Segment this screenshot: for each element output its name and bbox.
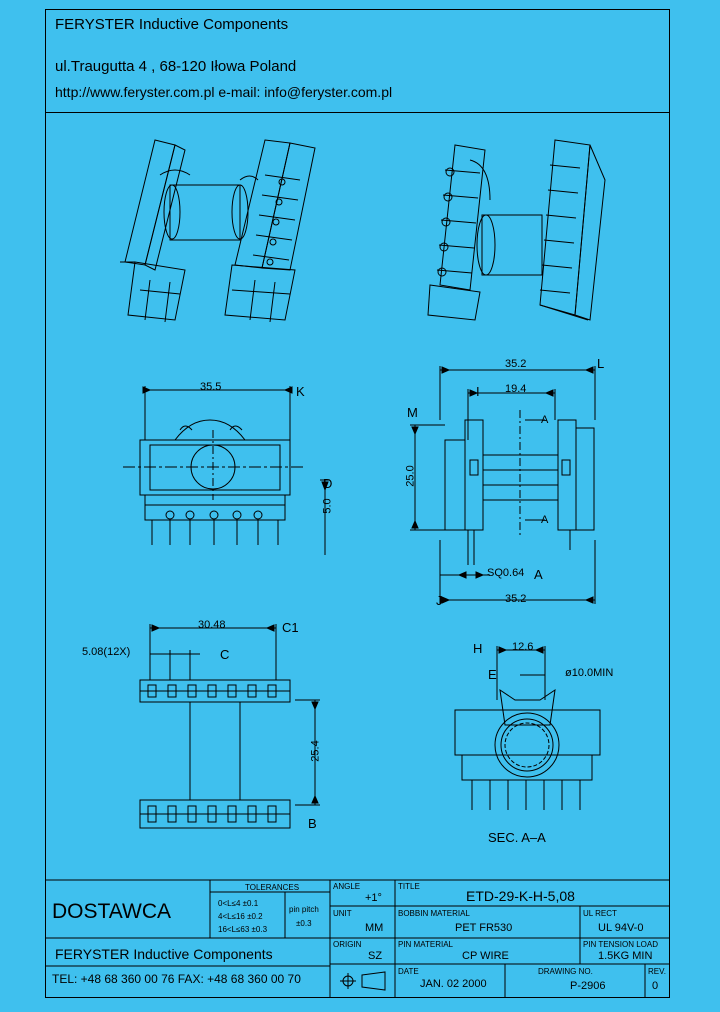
ul-value: UL 94V-0 (598, 922, 644, 934)
footer-phone: TEL: +48 68 360 00 76 FAX: +48 68 360 00… (52, 972, 301, 986)
tolerance-2: 4<L≤16 ±0.2 (218, 912, 263, 921)
origin-value: SZ (368, 950, 383, 962)
label-c: C (220, 647, 230, 662)
dim-pitch-total: 30.48 (198, 619, 226, 631)
tolerance-1: 0<L≤4 ±0.1 (218, 899, 259, 908)
dim-hole: ø10.0MIN (565, 667, 614, 679)
label-d: D (323, 476, 333, 491)
bobbin-3d-rear (427, 139, 606, 321)
section-mark-a-bottom: A (541, 514, 549, 526)
angle-heading: ANGLE (333, 882, 361, 891)
side-view (410, 366, 596, 604)
label-e: E (488, 667, 497, 682)
sheet-frame (45, 9, 670, 998)
unit-heading: UNIT (333, 909, 352, 918)
rev-heading: REV. (648, 967, 666, 976)
origin-heading: ORIGIN (333, 940, 362, 949)
dim-top-width-right: 35.2 (505, 358, 527, 370)
dim-19: 19.4 (505, 383, 527, 395)
tolerances-heading: TOLERANCES (245, 883, 300, 892)
title-heading: TITLE (398, 882, 420, 891)
section-view (454, 646, 601, 810)
dim-inner-width: 12.6 (512, 641, 534, 653)
dim-bottom-width: 35.2 (505, 593, 527, 605)
label-i: I (476, 384, 480, 399)
dim-5: 5.0 (321, 498, 334, 514)
pin-material-value: CP WIRE (462, 950, 509, 962)
dim-row-gap: 25.4 (309, 740, 322, 762)
dim-25: 25.0 (404, 465, 417, 487)
section-label: SEC. A–A (488, 830, 546, 845)
pin-material-heading: PIN MATERIAL (398, 940, 453, 949)
pin-pitch-value: ±0.3 (296, 919, 312, 928)
title-value: ETD-29-K-H-5,08 (466, 888, 575, 904)
angle-value: +1° (365, 892, 382, 904)
dostawca: DOSTAWCA (52, 900, 171, 923)
header-web: http://www.feryster.com.pl e-mail: info@… (55, 84, 393, 100)
dim-pitch: 5.08(12X) (82, 646, 131, 658)
label-j: J (436, 593, 443, 608)
pin-tension-value: 1.5KG MIN (598, 950, 653, 962)
ul-heading: UL RECT (583, 909, 617, 918)
dim-pin-sq: SQ0.64 (487, 567, 525, 579)
rev-value: 0 (652, 980, 659, 992)
label-k: K (296, 384, 305, 399)
tolerance-3: 16<L≤63 ±0.3 (218, 925, 268, 934)
bobbin-3d-front (120, 139, 316, 323)
header-divider (45, 112, 670, 113)
dim-top-width: 35.5 (200, 381, 222, 393)
pin-pitch-label: pin pitch (289, 905, 319, 914)
label-b: B (308, 816, 317, 831)
drawing-no-heading: DRAWING NO. (538, 967, 593, 976)
front-view (123, 386, 330, 555)
label-h: H (473, 641, 483, 656)
footer-company: FERYSTER Inductive Components (55, 946, 273, 962)
drawing-no-value: P-2906 (570, 980, 606, 992)
date-value: JAN. 02 2000 (420, 978, 487, 990)
header-company: FERYSTER Inductive Components (55, 16, 289, 33)
bobbin-material-value: PET FR530 (455, 922, 513, 934)
label-l: L (597, 356, 605, 371)
label-c1: C1 (282, 620, 299, 635)
bobbin-material-heading: BOBBIN MATERIAL (398, 909, 470, 918)
unit-value: MM (365, 922, 384, 934)
pin-layout-view (139, 624, 320, 829)
title-block-grid (45, 879, 670, 998)
label-m: M (407, 405, 418, 420)
date-heading: DATE (398, 967, 419, 976)
section-mark-a-top: A (541, 414, 549, 426)
label-a-pin: A (534, 567, 543, 582)
pin-tension-heading: PIN TENSION LOAD (583, 940, 658, 949)
header-address: ul.Traugutta 4 , 68-120 Iłowa Poland (55, 58, 297, 75)
